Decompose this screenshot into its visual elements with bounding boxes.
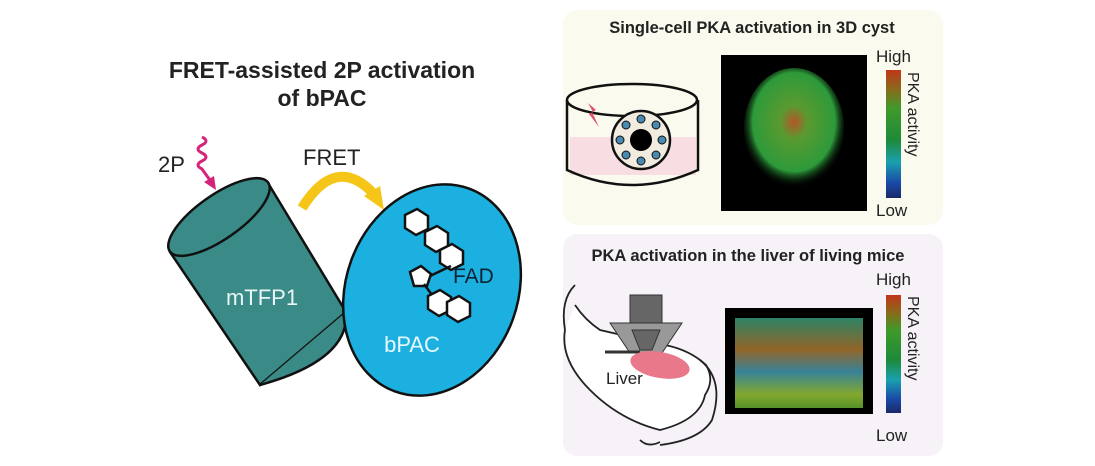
liver-scale-label: PKA activity (904, 296, 921, 380)
mtfp1-barrel: mTFP1 (167, 176, 348, 387)
liver-organ (630, 351, 690, 379)
panel-liver-title: PKA activation in the liver of living mi… (592, 247, 905, 265)
fad-molecule-icon (403, 207, 472, 324)
liver-colorbar (886, 295, 901, 413)
laser-arrowhead-icon (204, 176, 216, 190)
cyst-scale-label: PKA activity (904, 72, 921, 156)
schematic-title-line1: FRET-assisted 2P activation (169, 57, 475, 83)
schematic-title-line2: of bPAC (277, 85, 366, 111)
cyst-colorbar (886, 70, 901, 198)
fad-label: FAD (453, 265, 494, 288)
fret-label: FRET (303, 145, 360, 170)
fret-arrowhead (364, 186, 384, 210)
cyst-scale-low: Low (876, 201, 908, 220)
panel-liver: PKA activation in the liver of living mi… (562, 234, 943, 456)
cyst-scale-high: High (876, 47, 911, 66)
bpac-domain: FAD bPAC (341, 183, 523, 397)
panel-3d-cyst: Single-cell PKA activation in 3D cyst Hi… (563, 10, 943, 225)
fret-arrow-icon (297, 171, 376, 211)
liver-scale-low: Low (876, 426, 908, 445)
liver-label: Liver (606, 369, 643, 388)
panel-cyst-title: Single-cell PKA activation in 3D cyst (609, 19, 895, 37)
bpac-label: bPAC (384, 332, 440, 357)
culture-dish-icon (565, 82, 700, 187)
two-photon-label: 2P (158, 152, 185, 177)
liver-scale-high: High (876, 270, 911, 289)
microscope-objective-icon (605, 294, 683, 354)
mtfp1-label: mTFP1 (226, 285, 298, 310)
laser-bolt-icon (588, 103, 599, 127)
laser-squiggle-icon (196, 135, 214, 184)
fret-schematic: FRET-assisted 2P activation of bPAC 2P F… (158, 57, 523, 397)
